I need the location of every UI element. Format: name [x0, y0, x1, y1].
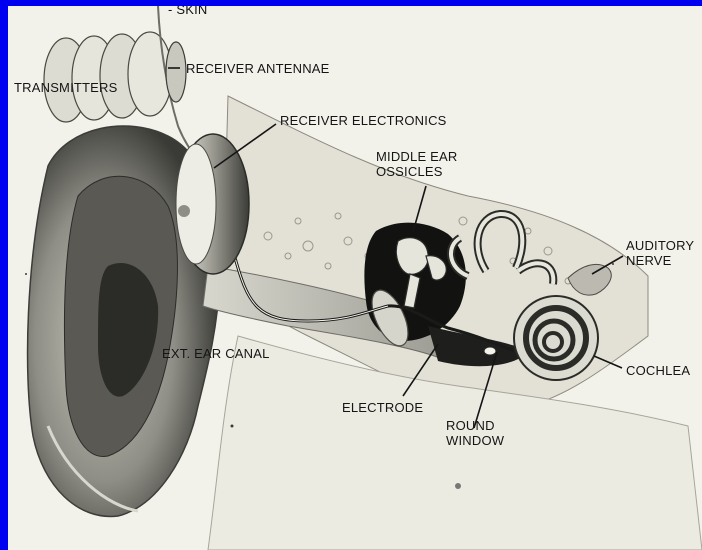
- label-auditory-nerve-line1: AUDITORY: [626, 238, 694, 253]
- label-transmitters: TRANSMITTERS: [14, 80, 118, 95]
- transmitter-coils: [44, 32, 172, 122]
- cochlea-spiral: [514, 296, 598, 380]
- label-electrode: ELECTRODE: [342, 400, 423, 415]
- label-middle-ear-ossicles-line1: MIDDLE EAR: [376, 149, 457, 164]
- label-middle-ear-ossicles-line2: OSSICLES: [376, 164, 457, 179]
- label-receiver-antennae: RECEIVER ANTENNAE: [186, 61, 330, 76]
- label-round-window-line2: WINDOW: [446, 433, 504, 448]
- label-middle-ear-ossicles: MIDDLE EAR OSSICLES: [376, 149, 457, 179]
- label-auditory-nerve-line2: NERVE: [626, 253, 694, 268]
- label-skin: - SKIN: [168, 6, 207, 17]
- label-round-window: ROUND WINDOW: [446, 418, 504, 448]
- receiver-antenna: [166, 42, 186, 102]
- label-cochlea: COCHLEA: [626, 363, 690, 378]
- round-window: [484, 347, 496, 355]
- cochlear-implant-illustration: - SKIN TRANSMITTERS RECEIVER ANTENNAE RE…: [8, 6, 702, 550]
- label-ext-ear-canal: EXT. EAR CANAL: [162, 346, 270, 361]
- label-round-window-line1: ROUND: [446, 418, 504, 433]
- label-auditory-nerve: AUDITORY NERVE: [626, 238, 694, 268]
- receiver-electronics-package: [176, 134, 249, 274]
- label-receiver-electronics: RECEIVER ELECTRONICS: [280, 113, 447, 128]
